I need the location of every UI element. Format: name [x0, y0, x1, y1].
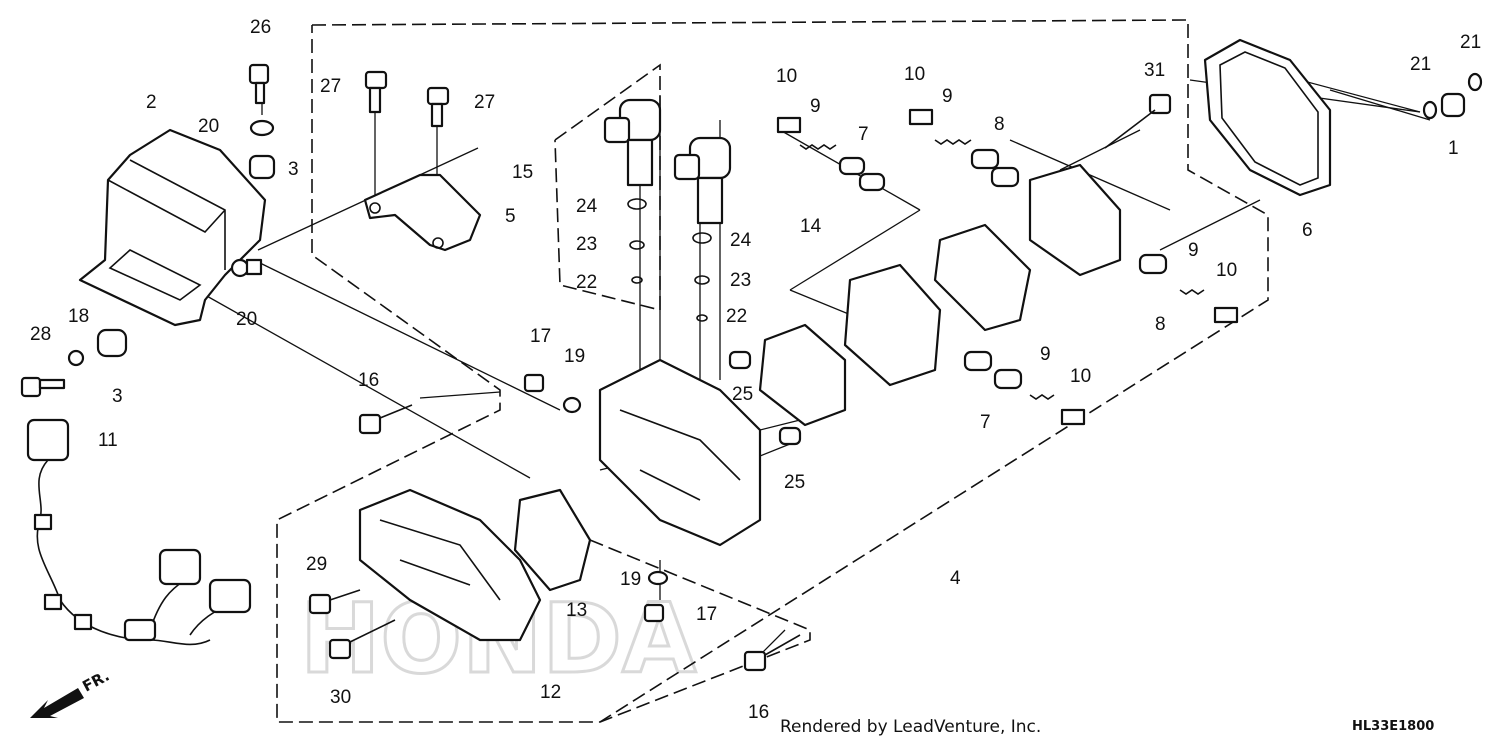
callout-30: 30 — [330, 687, 351, 708]
retaining-plate — [363, 173, 482, 252]
callout-16: 16 — [748, 702, 769, 723]
callout-29: 29 — [306, 554, 327, 575]
callout-9: 9 — [1040, 344, 1051, 365]
callout-25: 25 — [784, 472, 805, 493]
bolt-31 — [1104, 93, 1172, 149]
callout-5: 5 — [505, 206, 516, 227]
callouts: 26 2 20 3 20 28 18 3 11 27 27 5 15 24 23… — [30, 17, 1481, 723]
callout-3: 3 — [288, 159, 299, 180]
callout-10: 10 — [1070, 366, 1091, 387]
callout-20: 20 — [198, 116, 219, 137]
callout-15: 15 — [512, 162, 533, 183]
spool-valves — [776, 108, 1239, 426]
callout-6: 6 — [1302, 220, 1313, 241]
callout-18: 18 — [68, 306, 89, 327]
callout-20: 20 — [236, 309, 257, 330]
callout-16: 16 — [358, 370, 379, 391]
callout-22: 22 — [576, 272, 597, 293]
callout-4: 4 — [950, 568, 961, 589]
callout-3: 3 — [112, 386, 123, 407]
callout-10: 10 — [1216, 260, 1237, 281]
diagram-code: HL33E1800 — [1352, 719, 1434, 734]
shift-actuator — [308, 373, 801, 672]
cover-bracket — [78, 128, 267, 327]
callout-26: 26 — [250, 17, 271, 38]
callout-9: 9 — [942, 86, 953, 107]
callout-1: 1 — [1448, 138, 1459, 159]
callout-17: 17 — [696, 604, 717, 625]
credit-text: Rendered by LeadVenture, Inc. — [780, 717, 1041, 737]
callout-31: 31 — [1144, 60, 1165, 81]
bolts-27 — [364, 70, 450, 128]
callout-9: 9 — [810, 96, 821, 117]
callout-7: 7 — [858, 124, 869, 145]
callout-21: 21 — [1410, 54, 1431, 75]
callout-13: 13 — [566, 600, 587, 621]
callout-22: 22 — [726, 306, 747, 327]
gasket — [1203, 38, 1332, 197]
callout-8: 8 — [994, 114, 1005, 135]
callout-27: 27 — [320, 76, 341, 97]
callout-10: 10 — [904, 64, 925, 85]
wire-harness — [26, 418, 252, 646]
callout-17: 17 — [530, 326, 551, 347]
callout-7: 7 — [980, 412, 991, 433]
callout-21: 21 — [1460, 32, 1481, 53]
direction-label: FR. — [79, 667, 112, 696]
callout-10: 10 — [776, 66, 797, 87]
group-outlines — [276, 19, 1269, 723]
callout-27: 27 — [474, 92, 495, 113]
callout-14: 14 — [800, 216, 822, 237]
callout-24: 24 — [576, 196, 598, 217]
plug-and-washers — [1422, 72, 1483, 120]
callout-28: 28 — [30, 324, 51, 345]
callout-9: 9 — [1188, 240, 1199, 261]
callout-25: 25 — [732, 384, 753, 405]
solenoid-valves — [603, 98, 732, 322]
valve-bodies — [598, 163, 1122, 547]
callout-8: 8 — [1155, 314, 1166, 335]
callout-2: 2 — [146, 92, 157, 113]
leader-lines — [204, 59, 1431, 656]
callout-24: 24 — [730, 230, 752, 251]
callout-19: 19 — [564, 346, 585, 367]
callout-23: 23 — [730, 270, 751, 291]
left-hardware — [20, 63, 276, 398]
callout-23: 23 — [576, 234, 597, 255]
callout-19: 19 — [620, 569, 641, 590]
callout-12: 12 — [540, 682, 561, 703]
front-direction-arrow: FR. — [30, 667, 112, 718]
callout-11: 11 — [98, 430, 118, 451]
